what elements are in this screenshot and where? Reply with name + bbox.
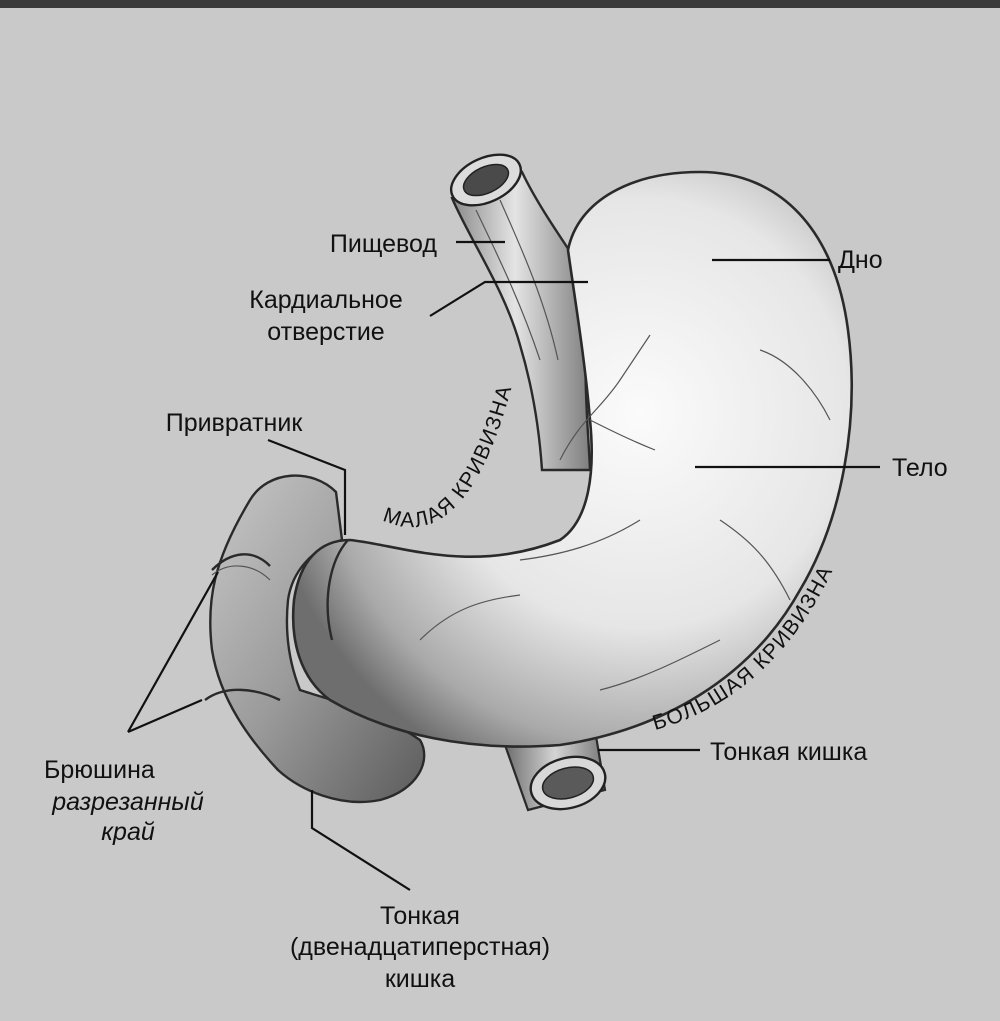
label-peritoneum: Брюшина (44, 756, 155, 784)
leader-duodenum (312, 790, 410, 890)
label-esophagus: Пищевод (330, 230, 437, 258)
label-small-intestine: Тонкая кишка (710, 738, 867, 766)
label-duodenum-line2: (двенадцатиперстная) (290, 933, 550, 961)
label-cut-edge-line2: край (101, 818, 155, 846)
label-lesser-curvature-text: МАЛАЯ КРИВИЗНА (380, 382, 516, 532)
leader-peritoneum (128, 572, 218, 732)
label-cut-edge-line1: разрезанный (51, 788, 204, 816)
label-cardia-line2: отверстие (267, 318, 384, 346)
label-duodenum-line1: Тонкая (380, 902, 460, 930)
label-cardia-line1: Кардиальное (249, 286, 402, 314)
label-fundus: Дно (838, 246, 883, 274)
esophagus-shape (443, 144, 592, 470)
label-pylorus: Привратник (166, 409, 304, 437)
label-lesser-curvature: МАЛАЯ КРИВИЗНА (380, 382, 516, 532)
label-body: Тело (892, 454, 948, 482)
label-duodenum-line3: кишка (385, 965, 455, 993)
